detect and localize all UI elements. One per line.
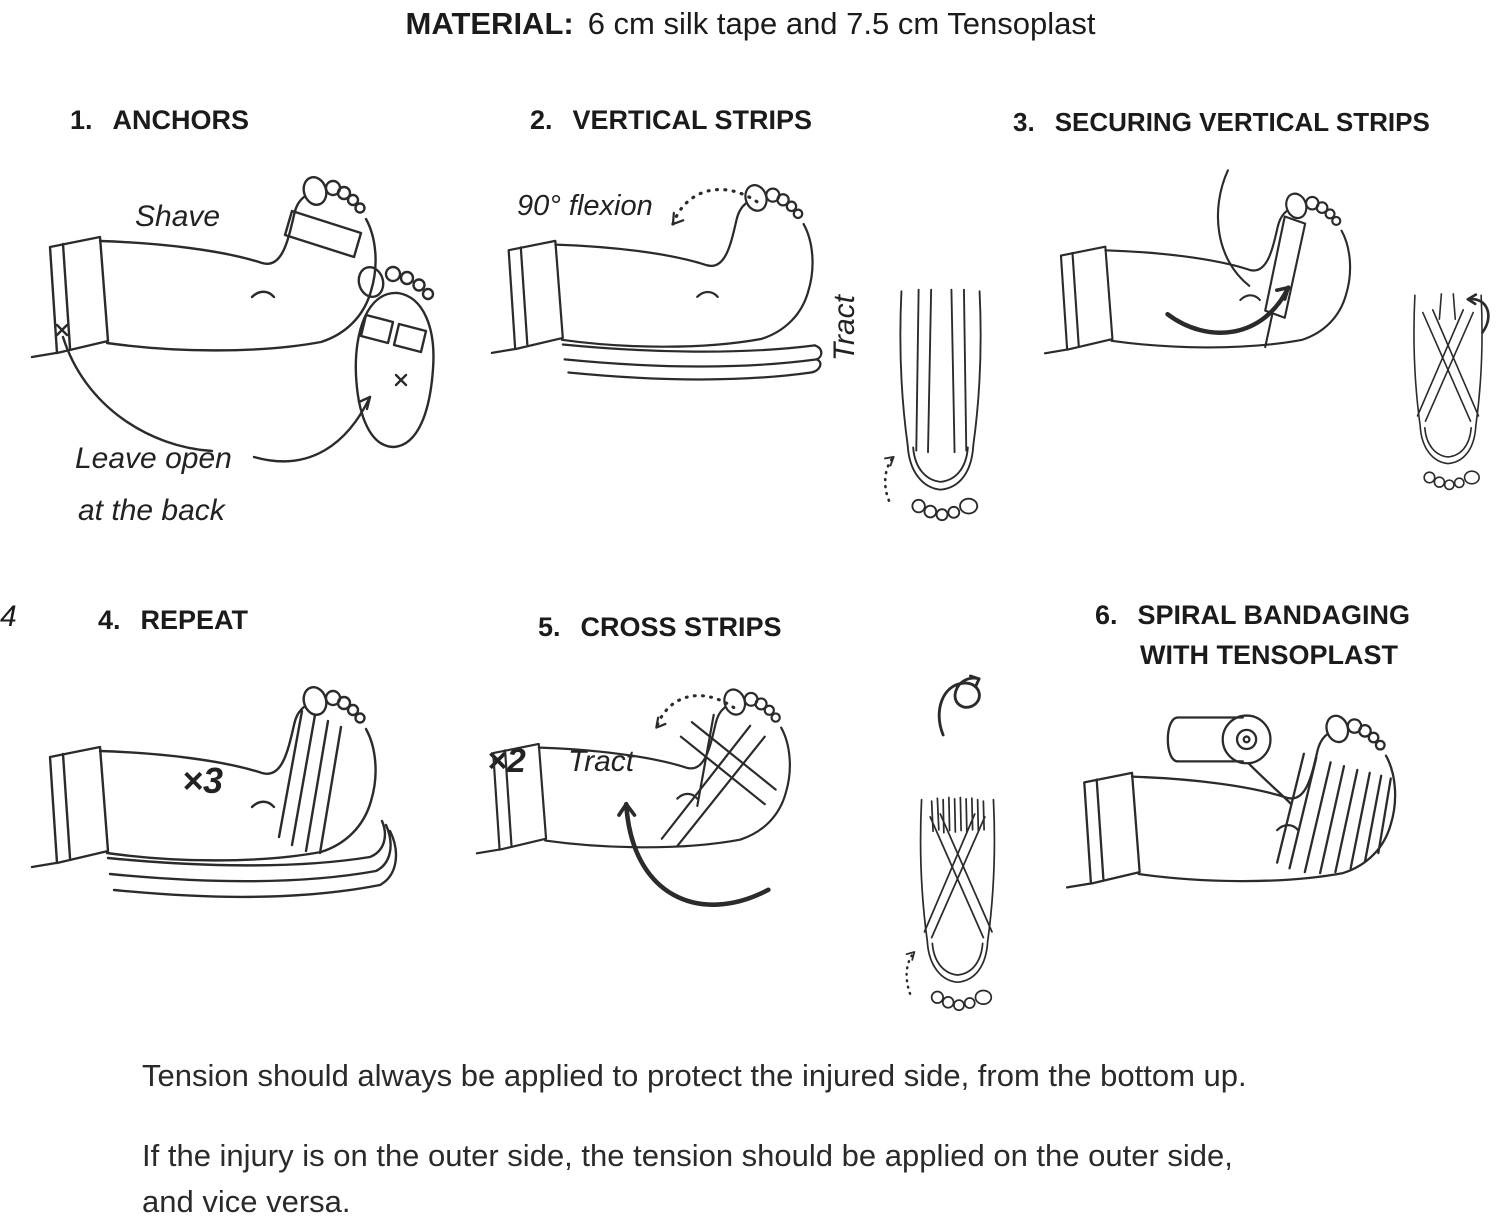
step-5-title: CROSS STRIPS [580,612,782,642]
step-6-title: SPIRAL BANDAGING [1137,600,1411,630]
horizontal-strip-1 [106,819,386,867]
step6-illustration [1065,711,1397,889]
pointer-curve-to-sole [252,395,372,463]
material-label: MATERIAL: [405,6,574,41]
step-3-heading: 3. SECURING VERTICAL STRIPS [1013,107,1430,138]
step5-illustration [475,685,791,907]
leg-drawing [30,683,398,899]
cuff-mark [55,323,69,337]
step-6-cell: 6. SPIRAL BANDAGING WITH TENSOPLAST [1060,585,1501,1028]
leg-drawing [1065,711,1397,889]
arrowhead-icon [1274,285,1291,301]
leg-drawing [475,685,791,907]
forefoot-anchor-strip [283,209,363,259]
tape-fringe [930,796,985,834]
vertical-foot-strip [277,709,304,839]
step-2-title: VERTICAL STRIPS [572,105,813,135]
step-5-number: 5. [538,612,561,642]
arrowhead-icon [617,802,637,817]
cross-strip-b [690,721,777,791]
spiral-bandage-strips [1275,752,1392,875]
arrowhead-icon [884,455,895,467]
step2-illustration [490,181,823,381]
sole-drawing [354,265,435,449]
edge-artifact-text: 4 [0,600,17,633]
arrowhead-icon [1466,293,1478,306]
curved-arrow-icon [623,801,771,907]
step-2-cell: 2.VERTICAL STRIPS 90° flexion Tract [490,95,1005,575]
cross-strip [929,816,985,939]
dotted-arrow-icon [654,694,736,730]
vertical-tape-strip [915,288,920,452]
step-6-heading: 6. SPIRAL BANDAGING [1095,600,1410,631]
tape-tail [1216,169,1251,287]
step-4-heading: 4. REPEAT [98,605,248,636]
step-3-cell: 3. SECURING VERTICAL STRIPS [1003,95,1501,575]
leave-open-label-line2: at the back [78,494,225,527]
leg-drawing [1043,169,1352,355]
leg-drawing [30,173,377,463]
arrowhead-icon [969,674,981,689]
step-5-cell: 5.CROSS STRIPS ×2 Tract [470,590,1045,1040]
curved-arrow-icon [1165,285,1291,335]
flexion-label: 90° flexion [517,190,653,222]
step-6-title-line2: WITH TENSOPLAST [1140,640,1398,670]
step-4-number: 4. [98,605,121,635]
curved-arrow-icon [1466,297,1490,334]
sole-tape-square-2 [392,322,428,354]
arrowhead-icon [905,951,916,961]
footer-note-3: and vice versa. [142,1184,351,1219]
horizontal-strip-2 [108,823,392,883]
vertical-strip-1 [561,343,816,353]
dotted-arrow-icon [883,455,895,502]
cross-strip-a [660,724,752,840]
step-1-title: ANCHORS [112,105,250,135]
shave-label: Shave [135,200,221,233]
cross-strip [1422,311,1472,422]
dotted-arrow-icon [905,950,916,995]
step2-rear-view [883,288,982,522]
rear-view-drawing [883,288,982,522]
times-3-label: ×3 [182,760,224,801]
leg-drawing [490,181,823,381]
step3-rear-view [1413,293,1490,491]
bandage-roll [1166,714,1292,805]
step5-rear-view [905,674,996,1012]
footer-note-1: Tension should always be applied to prot… [142,1058,1247,1093]
arrowhead-icon [671,211,685,226]
horizontal-strip-3 [112,829,398,899]
step-5-heading: 5. CROSS STRIPS [538,612,782,643]
rear-view-drawing [1413,293,1490,491]
step-1-number: 1. [70,105,93,135]
sole-tape-square-1 [359,313,395,345]
step3-illustration [1043,169,1352,355]
footer-note-2: If the injury is on the outer side, the … [142,1138,1233,1173]
step-6-number: 6. [1095,600,1118,630]
dotted-arrow-icon [671,187,759,226]
step-2-heading: 2. VERTICAL STRIPS [530,105,812,136]
step-1-cell: 1. ANCHORS Shave Leave open at the back [30,100,485,580]
arrowhead-icon [655,716,667,729]
sole-mark [394,373,408,387]
step1-illustration [30,173,435,463]
step-4-title: REPEAT [140,605,249,635]
rear-view-drawing [905,674,996,1012]
step-4-cell: 4. REPEAT ×3 [30,590,485,1030]
step-3-title: SECURING VERTICAL STRIPS [1054,107,1430,137]
material-line: MATERIAL: 6 cm silk tape and 7.5 cm Tenso… [0,6,1501,42]
material-value: 6 cm silk tape and 7.5 cm Tensoplast [587,6,1096,41]
securing-strip [1264,215,1307,319]
leave-open-label-line1: Leave open [75,442,232,475]
step-1-heading: 1. ANCHORS [70,105,249,136]
step-2-number: 2. [530,105,553,135]
vertical-strip-2 [567,371,813,381]
arrowhead-icon [357,395,372,411]
step4-illustration [30,683,398,899]
loop-arrow-icon [937,676,981,737]
step-3-number: 3. [1013,107,1035,137]
pointer-curve-to-cuff [61,335,214,453]
